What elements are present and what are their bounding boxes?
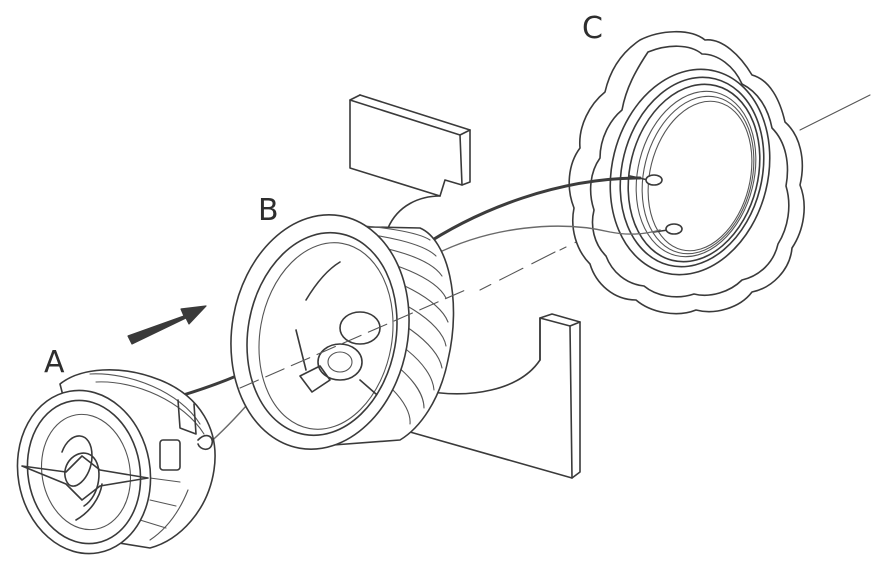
label-a: A [44, 345, 65, 380]
direction-arrow-icon [127, 305, 207, 345]
part-c-knob-ring [568, 30, 805, 315]
label-b: B [258, 193, 279, 228]
part-a-connector-plug [16, 369, 216, 555]
part-b-coil-housing [230, 213, 471, 451]
label-c: C [582, 11, 603, 46]
